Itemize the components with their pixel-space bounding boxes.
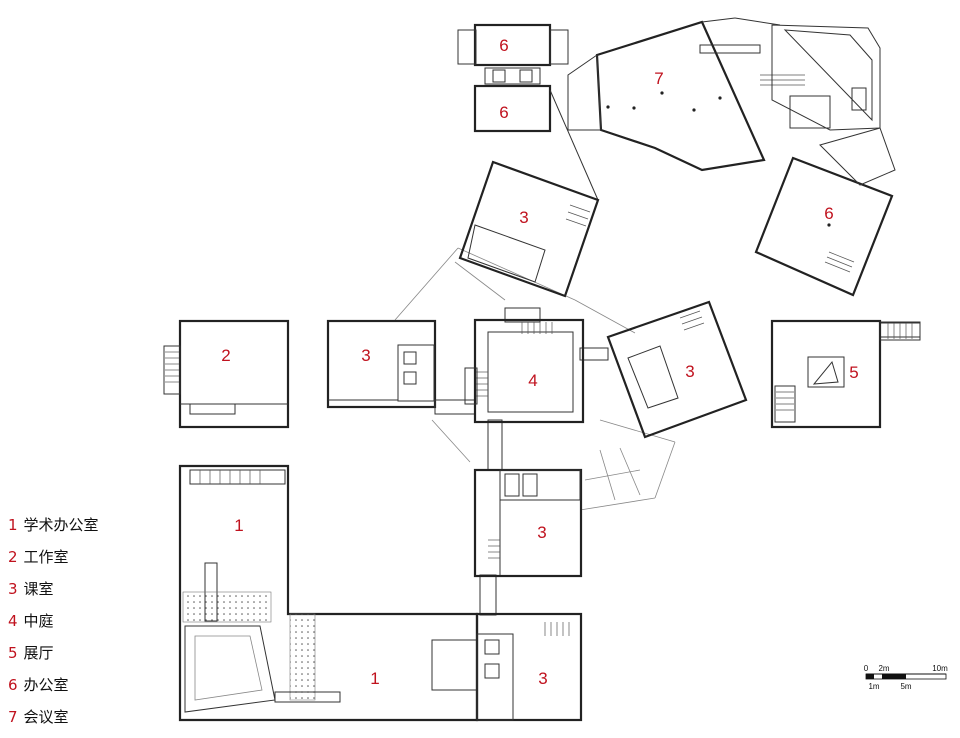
room-label: 3 bbox=[685, 362, 694, 381]
room-label: 6 bbox=[499, 36, 508, 55]
legend-number: 5 bbox=[8, 644, 18, 662]
legend-number: 1 bbox=[8, 516, 18, 534]
room-label: 6 bbox=[499, 103, 508, 122]
scale-label: 2m bbox=[878, 664, 889, 673]
legend-label: 课室 bbox=[23, 580, 54, 598]
legend-item: 7 会议室 bbox=[8, 706, 99, 738]
block-classroom-3-right bbox=[606, 300, 921, 439]
room-label: 3 bbox=[361, 346, 370, 365]
scale-bar: 0 2m 10m 1m 5m bbox=[864, 664, 948, 691]
block-office-6-left bbox=[457, 23, 599, 201]
room-label: 1 bbox=[370, 669, 379, 688]
block-atrium-4 bbox=[464, 318, 585, 424]
legend-item: 6 办公室 bbox=[8, 674, 99, 706]
legend-number: 6 bbox=[8, 676, 18, 694]
legend-label: 会议室 bbox=[23, 708, 69, 726]
block-office-6-right bbox=[754, 127, 896, 297]
legend-label: 学术办公室 bbox=[23, 516, 99, 534]
legend-label: 中庭 bbox=[23, 612, 54, 630]
block-studio-2 bbox=[163, 319, 290, 429]
legend-label: 工作室 bbox=[23, 548, 69, 566]
legend-item: 2 工作室 bbox=[8, 546, 99, 578]
legend-number: 3 bbox=[8, 580, 18, 598]
room-label: 3 bbox=[519, 208, 528, 227]
room-label: 4 bbox=[528, 371, 537, 390]
legend-item: 4 中庭 bbox=[8, 610, 99, 642]
block-exhibition-5 bbox=[770, 319, 921, 429]
scale-label: 0 bbox=[864, 664, 869, 673]
block-upper-right bbox=[771, 24, 881, 131]
scale-label: 10m bbox=[932, 664, 948, 673]
room-label: 7 bbox=[654, 69, 663, 88]
legend-label: 办公室 bbox=[23, 676, 69, 694]
room-label: 3 bbox=[537, 523, 546, 542]
block-classroom-3-left bbox=[326, 319, 437, 409]
legend-item: 1 学术办公室 bbox=[8, 514, 99, 546]
site-lines bbox=[394, 247, 676, 511]
block-academic-office-1 bbox=[178, 464, 479, 722]
legend-item: 5 展厅 bbox=[8, 642, 99, 674]
room-legend: 1 学术办公室 2 工作室 3 课室 4 中庭 5 展厅 6 办公室 7 会议室 bbox=[8, 514, 99, 738]
room-label: 6 bbox=[824, 204, 833, 223]
legend-item: 3 课室 bbox=[8, 578, 99, 610]
block-conference-7 bbox=[567, 17, 805, 172]
block-classroom-3-center bbox=[473, 468, 583, 578]
room-label: 2 bbox=[221, 346, 230, 365]
scale-label: 1m bbox=[868, 682, 879, 691]
legend-number: 2 bbox=[8, 548, 18, 566]
room-label: 5 bbox=[849, 363, 858, 382]
room-label: 1 bbox=[234, 516, 243, 535]
legend-number: 4 bbox=[8, 612, 18, 630]
scale-label: 5m bbox=[900, 682, 911, 691]
room-label: 3 bbox=[538, 669, 547, 688]
block-classroom-3-bottom bbox=[475, 612, 583, 722]
legend-label: 展厅 bbox=[23, 644, 54, 662]
legend-number: 7 bbox=[8, 708, 18, 726]
room-labels: 1 1 2 3 3 3 3 3 4 5 6 6 6 7 bbox=[221, 36, 858, 688]
block-classroom-3-upper bbox=[458, 160, 600, 298]
